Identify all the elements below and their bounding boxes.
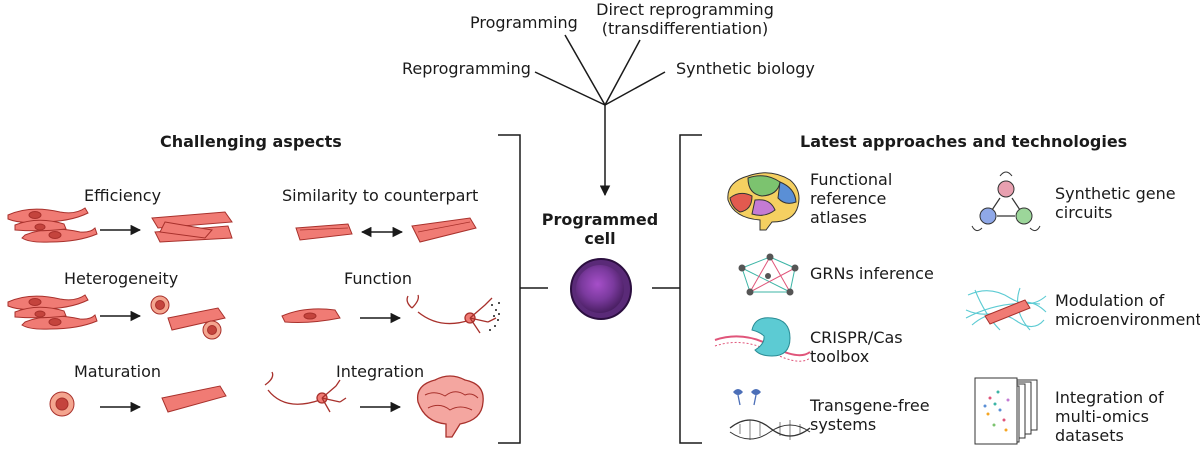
label-maturation: Maturation <box>74 362 162 381</box>
label-transgene: Transgene-free systems <box>810 396 930 434</box>
atlas-brain-icon <box>727 172 800 231</box>
similarity-cell-b-icon <box>411 217 477 243</box>
similarity-cell-a-icon <box>295 223 353 241</box>
right-heading: Latest approaches and technologies <box>800 132 1128 151</box>
function-input-cell-icon <box>281 308 341 323</box>
label-programming: Programming <box>470 13 578 32</box>
efficiency-output-cells-icon <box>151 211 233 243</box>
transgene-line2: systems <box>810 415 877 434</box>
label-reprogramming: Reprogramming <box>402 59 531 78</box>
function-neuron-icon <box>406 294 500 334</box>
label-omics: Integration of multi-omics datasets <box>1055 388 1164 445</box>
efficiency-input-cells-icon <box>7 207 98 243</box>
label-efficiency: Efficiency <box>84 186 162 205</box>
programmed-cell-label: Programmed cell <box>530 210 670 248</box>
label-crispr: CRISPR/Cas toolbox <box>810 328 903 366</box>
heterogeneity-output-cells-icon <box>150 295 226 340</box>
omics-line2: multi-omics <box>1055 407 1149 426</box>
left-bracket <box>498 134 548 444</box>
circuits-line2: circuits <box>1055 203 1113 222</box>
heterogeneity-input-cells-icon <box>7 294 98 330</box>
integration-neuron-icon <box>264 371 347 413</box>
atlases-line3: atlases <box>810 208 867 227</box>
left-heading: Challenging aspects <box>160 132 342 151</box>
label-similarity: Similarity to counterpart <box>282 186 479 205</box>
label-direct-line1: Direct reprogramming <box>596 0 774 19</box>
circuits-line1: Synthetic gene <box>1055 184 1176 203</box>
label-atlases: Functional reference atlases <box>810 170 892 227</box>
gene-circuit-icon <box>971 171 1041 232</box>
maturation-output-cell-icon <box>161 385 227 413</box>
crispr-line1: CRISPR/Cas <box>810 328 903 347</box>
crispr-cas-icon <box>714 317 811 362</box>
multi-omics-icon <box>974 377 1038 445</box>
programmed-cell-line1: Programmed <box>541 210 659 229</box>
brain-icon <box>416 375 484 438</box>
crispr-line2: toolbox <box>810 347 870 366</box>
label-grn: GRNs inference <box>810 264 934 283</box>
omics-line3: datasets <box>1055 426 1124 445</box>
atlases-line1: Functional <box>810 170 893 189</box>
omics-line1: Integration of <box>1055 388 1164 407</box>
programmed-cell-icon <box>570 258 632 320</box>
label-direct-reprogramming: Direct reprogramming (transdifferentiati… <box>585 0 785 38</box>
label-direct-line2: (transdifferentiation) <box>601 19 769 38</box>
right-bracket <box>652 134 702 444</box>
label-function: Function <box>344 269 413 288</box>
microenv-line1: Modulation of <box>1055 291 1165 310</box>
label-synthetic-biology: Synthetic biology <box>676 59 815 78</box>
atlases-line2: reference <box>810 189 887 208</box>
label-integration: Integration <box>336 362 425 381</box>
transgene-free-icon <box>729 389 811 440</box>
microenv-line2: microenvironment <box>1055 310 1200 329</box>
programmed-cell-line2: cell <box>584 229 616 248</box>
grn-network-icon <box>738 253 799 296</box>
label-microenvironment: Modulation of microenvironment <box>1055 291 1200 329</box>
label-circuits: Synthetic gene circuits <box>1055 184 1176 222</box>
transgene-line1: Transgene-free <box>810 396 930 415</box>
converging-lines <box>534 34 666 197</box>
maturation-input-cell-icon <box>49 391 75 417</box>
microenvironment-icon <box>965 287 1047 331</box>
label-heterogeneity: Heterogeneity <box>64 269 179 288</box>
